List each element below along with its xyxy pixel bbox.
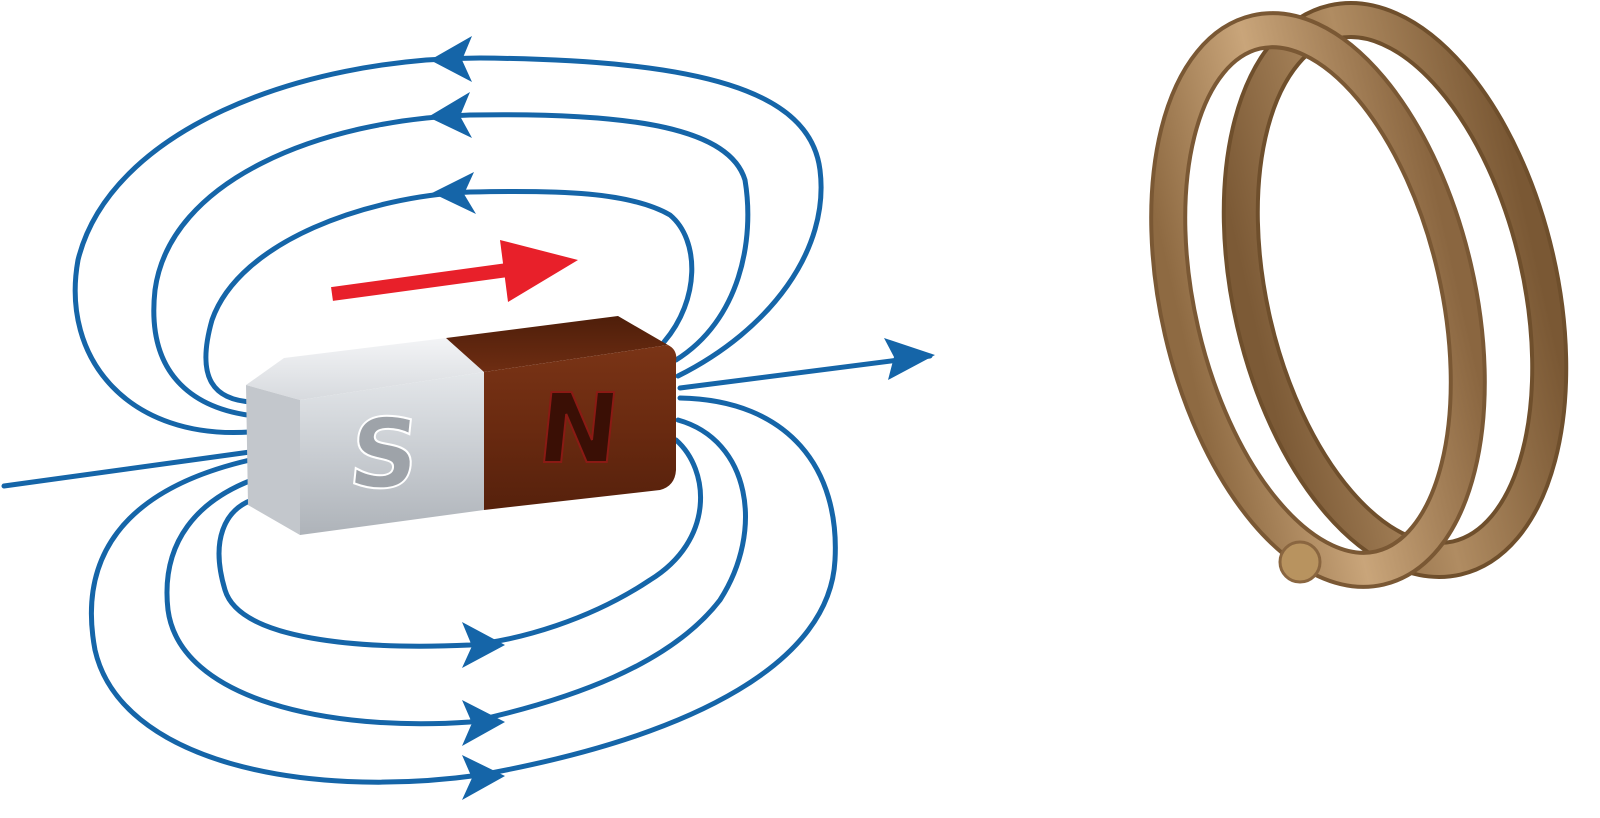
magnet-north-top: [446, 316, 668, 372]
field-arrowheads: [428, 36, 935, 800]
coil-turn-front-shine: [1153, 15, 1483, 585]
bar-magnet: S N: [246, 316, 677, 535]
motion-arrow-shaft: [331, 261, 523, 301]
arrowhead-icon: [462, 622, 505, 668]
arrowhead-icon: [430, 36, 472, 82]
field-line-axis-left: [1, 449, 253, 489]
wire-coil: [1149, 1, 1569, 589]
field-line-top-inner: [203, 188, 695, 405]
field-line-axis-right: [677, 353, 933, 391]
magnet-south-front: [300, 372, 484, 535]
arrowhead-icon: [462, 755, 505, 800]
coil-turn-back-shine: [1225, 5, 1565, 575]
arrowhead-icon: [432, 172, 476, 214]
arrowhead-icon: [428, 92, 472, 138]
magnet-south-side: [246, 385, 300, 535]
arrow-right-icon: [500, 240, 578, 302]
south-pole-label: S: [344, 398, 425, 510]
arrowhead-icon: [884, 338, 935, 380]
north-pole-label: N: [533, 373, 625, 485]
magnet-north-front: [484, 345, 677, 510]
field-line-bottom-inner: [216, 437, 704, 649]
motion-arrow: [331, 240, 578, 302]
field-line-bottom-middle: [164, 417, 748, 727]
coil-wire-end: [1278, 540, 1322, 584]
arrowhead-icon: [462, 700, 505, 746]
magnet-south-top: [246, 338, 484, 400]
